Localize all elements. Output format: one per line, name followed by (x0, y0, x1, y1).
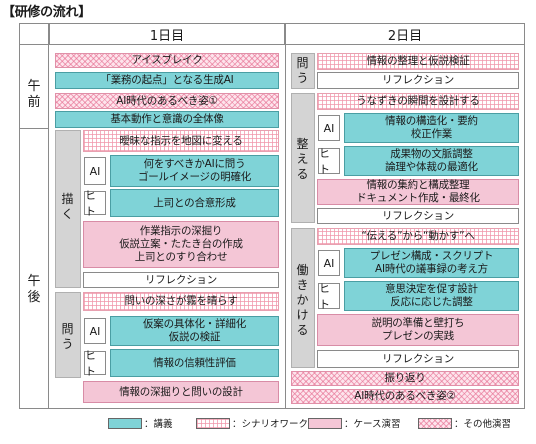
period-header-blank (19, 23, 49, 45)
decision-box: 意思決定を促す設計 反応に応じた調整 (344, 281, 519, 311)
ai-era-2-box: AI時代のあるべき姿② (291, 389, 519, 404)
group-act-label: 働 き か け る (296, 262, 310, 337)
group-draw (55, 130, 81, 288)
organize-box: 情報の整理と仮説検証 (317, 53, 519, 70)
ai-tag-1: AI (84, 157, 106, 185)
legend-swatch-scenario (196, 418, 230, 429)
period-divider (19, 128, 49, 129)
hito-tag-2: ヒト (84, 349, 106, 378)
deliverable-box: 成果物の文脈調整 論理や体裁の最適化 (344, 146, 519, 176)
ai-era-1-box: AI時代のあるべき姿① (55, 93, 279, 109)
reflection-box-day1: リフレクション (83, 272, 279, 288)
period-afternoon: 午 後 (27, 274, 41, 305)
page-title: 【研修の流れ】 (2, 5, 91, 20)
hito-tag-3: ヒト (318, 147, 340, 176)
prep-practice-box: 説明の準備と壁打ち プレゼンの実践 (317, 314, 519, 346)
group-draw-label: 描 く (61, 192, 75, 221)
group-ask-day1-label: 問 う (61, 322, 75, 351)
icebreak-box: アイスブレイク (55, 53, 279, 68)
basic-action-box: 基本動作と意識の全体像 (55, 111, 279, 128)
structure-box: 情報の構造化・要約 校正作業 (344, 113, 519, 143)
review-box: 振り返り (291, 371, 519, 386)
reliability-box: 情報の信頼性評価 (110, 349, 279, 377)
reflection-box-day2-1: リフレクション (317, 72, 519, 89)
period-morning: 午 前 (27, 79, 41, 110)
nod-moment-box: うなずきの瞬間を設計する (317, 93, 519, 110)
reflection-box-day2-2: リフレクション (317, 208, 519, 224)
column-header-day1: 1日目 (49, 23, 285, 45)
question-depth-box: 問いの深さが霧を晴らす (83, 292, 279, 311)
column-divider (285, 45, 286, 409)
group-arrange (291, 93, 315, 223)
column-header-day2: 2日目 (285, 23, 525, 45)
group-arrange-label: 整 え る (296, 136, 310, 181)
reflection-box-day2-3: リフレクション (317, 350, 519, 368)
hypothesis-detail-box: 仮案の具体化・詳細化 仮説の検証 (110, 316, 279, 346)
group-act (291, 228, 315, 368)
legend-swatch-lecture (108, 418, 142, 429)
period-column (19, 45, 49, 409)
ai-tag-3: AI (318, 115, 340, 141)
legend-label-case: ：ケース演習 (344, 419, 401, 430)
group-ask-day2 (291, 53, 315, 89)
consensus-box: 上司との合意形成 (110, 189, 279, 217)
legend-label-other: ：その他演習 (454, 419, 512, 430)
hito-tag-4: ヒト (318, 282, 340, 311)
group-ask-day1 (55, 292, 81, 378)
legend-swatch-case (308, 418, 342, 429)
ai-goal-box: 何をすべきかAIに問う ゴールイメージの明確化 (110, 155, 279, 187)
group-ask-day2-label: 問 う (296, 56, 310, 85)
hito-tag-1: ヒト (84, 189, 106, 218)
presentation-box: プレゼン構成・スクリプト AI時代の議事録の考え方 (344, 248, 519, 278)
aggregate-box: 情報の集約と構成整理 ドキュメント作成・最終化 (317, 179, 519, 205)
vague-instruction-box: 曖昧な指示を地図に変える (83, 130, 279, 152)
deep-dive-box: 情報の深掘りと問いの設計 (83, 381, 279, 403)
legend-swatch-other (418, 418, 452, 429)
genai-lecture-box: 「業務の起点」となる生成AI (55, 72, 279, 89)
legend-label-scenario: ：シナリオワーク (232, 419, 309, 430)
ai-tag-2: AI (84, 318, 106, 344)
legend-label-lecture: ：講義 (144, 419, 173, 430)
ai-tag-4: AI (318, 250, 340, 276)
work-instruction-box: 作業指示の深掘り 仮説立案・たたき台の作成 上司とのすり合わせ (83, 221, 279, 268)
convey-box: “伝える”から“動かす”へ (317, 228, 519, 245)
